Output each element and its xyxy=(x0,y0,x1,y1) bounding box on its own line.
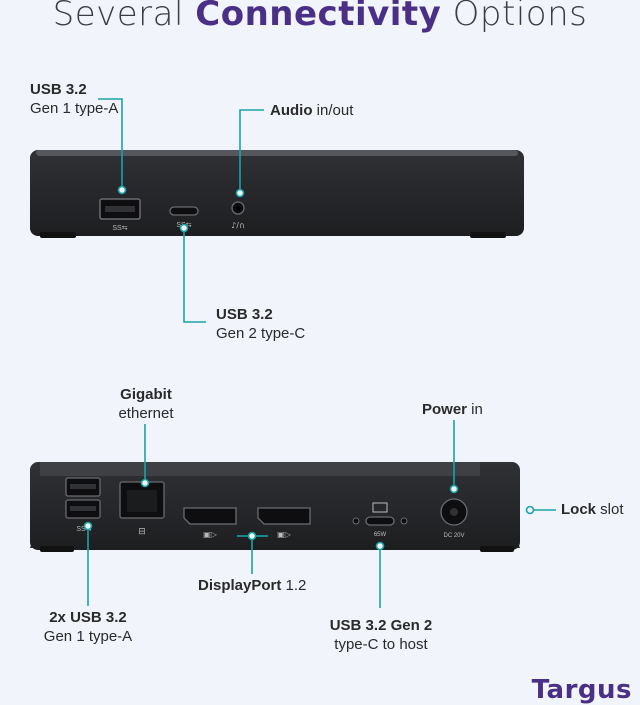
usb-c-label: USB 3.2 Gen 2 type-C xyxy=(216,305,305,343)
usb-c-port xyxy=(169,206,199,216)
lock-label-light: slot xyxy=(596,501,624,518)
usb-host-label: USB 3.2 Gen 2 type-C to host xyxy=(322,616,440,654)
svg-text:▣▷: ▣▷ xyxy=(277,530,292,539)
usb-host-label-bold: USB 3.2 Gen 2 xyxy=(329,617,433,634)
usb-c-label-bold: USB 3.2 xyxy=(216,306,273,323)
svg-text:SS⇆: SS⇆ xyxy=(112,225,127,232)
ethernet-label-light: ethernet xyxy=(118,405,174,422)
lock-label: Lock slot xyxy=(561,500,624,519)
brand-logo: Targus xyxy=(531,675,632,705)
svg-text:♪/∩: ♪/∩ xyxy=(231,221,245,230)
ethernet-label-bold: Gigabit xyxy=(120,386,172,403)
usb-2x-label-light: Gen 1 type-A xyxy=(43,628,133,645)
usb-a-label: USB 3.2 Gen 1 type-A xyxy=(30,80,118,118)
displayport-label-bold: DisplayPort xyxy=(198,577,282,594)
watts-marking: 65W xyxy=(374,532,387,538)
audio-label-light: in/out xyxy=(312,102,354,119)
ethernet-label: Gigabit ethernet xyxy=(110,385,182,423)
usb-host-label-light: type-C to host xyxy=(334,636,428,653)
svg-text:SS⇆: SS⇆ xyxy=(76,526,91,533)
usb-a-label-bold: USB 3.2 xyxy=(30,81,87,98)
bottom-callout-lines xyxy=(83,420,556,608)
top-callout-lines xyxy=(98,98,264,323)
title-part-2: Connectivity xyxy=(195,0,442,34)
usb-c-host-port xyxy=(365,516,395,526)
title-part-1: Several xyxy=(52,0,184,34)
lock-label-bold: Lock xyxy=(561,501,597,518)
displayport-label: DisplayPort 1.2 xyxy=(198,576,306,595)
usb-a-label-light: Gen 1 type-A xyxy=(30,100,119,117)
svg-text:⊟: ⊟ xyxy=(138,527,146,537)
power-label-bold: Power xyxy=(422,401,468,418)
title-part-3: Options xyxy=(452,0,588,34)
usb-2x-label: 2x USB 3.2 Gen 1 type-A xyxy=(40,608,136,646)
svg-text:▣▷: ▣▷ xyxy=(203,530,218,539)
usb-2x-label-bold: 2x USB 3.2 xyxy=(49,609,127,626)
power-label: Power in xyxy=(422,400,483,419)
displayport-2 xyxy=(257,507,311,525)
audio-label: Audio in/out xyxy=(270,101,353,120)
displayport-label-light: 1.2 xyxy=(281,577,307,594)
audio-label-bold: Audio xyxy=(270,102,313,119)
dc-marking: DC 20V xyxy=(443,533,464,539)
usb-c-label-light: Gen 2 type-C xyxy=(216,325,306,342)
page-title: Several Connectivity Options xyxy=(0,0,640,34)
dock-rear-view: SS⇆ ⊟ ▣▷ ▣▷ 65W DC 20V xyxy=(30,462,520,552)
dock-front-view: SS⇆ SS⇆ ♪/∩ xyxy=(30,150,524,238)
displayport-1 xyxy=(183,507,237,525)
power-label-light: in xyxy=(467,401,483,418)
